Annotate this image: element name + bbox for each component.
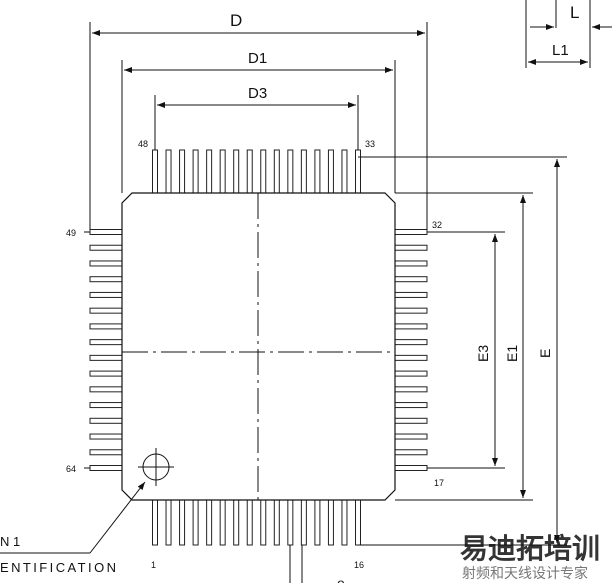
pin-bottom (165, 499, 172, 546)
pin-left (89, 323, 123, 330)
pin-bottom (219, 499, 226, 546)
pin-64-label: 64 (66, 464, 76, 474)
dim-E3: E3 (475, 345, 491, 362)
pin-right (394, 339, 428, 346)
pin-top (300, 149, 307, 194)
pin-bottom (260, 499, 267, 546)
pin-left (89, 307, 123, 314)
pin-left (89, 276, 123, 283)
pin-top (287, 149, 294, 194)
pin-bottom (314, 499, 321, 546)
pin-right (394, 276, 428, 283)
pin-right (394, 417, 428, 424)
pin-bottom (246, 499, 253, 546)
dim-e: e (337, 575, 345, 583)
pin-bottom (273, 499, 280, 546)
pin-left (89, 465, 123, 471)
dim-D3: D3 (248, 85, 267, 102)
watermark-brand-b: 培训 (544, 532, 600, 565)
pin-left (89, 339, 123, 346)
pin-49-label: 49 (66, 228, 76, 238)
dim-E: E (537, 349, 553, 358)
pin-top (355, 149, 361, 194)
pin-right (394, 229, 428, 235)
pin-right (394, 370, 428, 377)
watermark-tagline: 射频和天线设计专家 (462, 565, 588, 582)
pin-top (327, 149, 334, 194)
pin-right (394, 323, 428, 330)
pin-top (233, 149, 240, 194)
pin-left (89, 449, 123, 456)
pin-bottom (152, 499, 158, 546)
pin-16-label: 16 (354, 560, 364, 570)
pin-bottom (355, 499, 361, 546)
pin-bottom (300, 499, 307, 546)
pin-right (394, 244, 428, 251)
pin-left (89, 402, 123, 409)
pin-bottom (206, 499, 213, 546)
pin-32-label: 32 (432, 220, 442, 230)
pin-48-label: 48 (138, 139, 148, 149)
pin-top (341, 149, 348, 194)
pin-bottom (192, 499, 199, 546)
pin-right (394, 433, 428, 440)
pin-1-label: 1 (151, 560, 156, 570)
pin-top (260, 149, 267, 194)
dim-L: L (570, 3, 579, 22)
pin-bottom (179, 499, 186, 546)
pin-left (89, 244, 123, 251)
pin-right (394, 465, 428, 471)
pin-left (89, 433, 123, 440)
pin-bottom (327, 499, 334, 546)
pin-left (89, 229, 123, 235)
pin-17-label: 17 (434, 478, 444, 488)
pin-left (89, 386, 123, 393)
pin-left (89, 291, 123, 298)
pin-right (394, 402, 428, 409)
pin-top (219, 149, 226, 194)
pin-right (394, 354, 428, 361)
package-body (121, 192, 396, 501)
pin-bottom (341, 499, 348, 546)
watermark-brand-a: 易迪拓 (460, 532, 544, 565)
dim-D: D (230, 11, 242, 30)
pin-left (89, 417, 123, 424)
pin-top (152, 149, 158, 194)
dim-D1: D1 (248, 50, 267, 67)
pin-right (394, 449, 428, 456)
pin-right (394, 386, 428, 393)
pin-right (394, 307, 428, 314)
pin1-label-line2: ENTIFICATION (0, 560, 116, 575)
pin-right (394, 260, 428, 267)
pin-bottom (233, 499, 240, 546)
pin-top (314, 149, 321, 194)
pin-left (89, 354, 123, 361)
dim-E1: E1 (504, 345, 520, 362)
pin-top (273, 149, 280, 194)
pin-top (246, 149, 253, 194)
pin-top (192, 149, 199, 194)
pin-left (89, 370, 123, 377)
pin-top (179, 149, 186, 194)
pin-left (89, 260, 123, 267)
dim-L1: L1 (552, 42, 569, 59)
pin1-label-line1: N 1 (0, 534, 20, 549)
pin-right (394, 291, 428, 298)
pin-33-label: 33 (365, 139, 375, 149)
pin-top (165, 149, 172, 194)
pin-top (206, 149, 213, 194)
pin-bottom (287, 499, 294, 546)
